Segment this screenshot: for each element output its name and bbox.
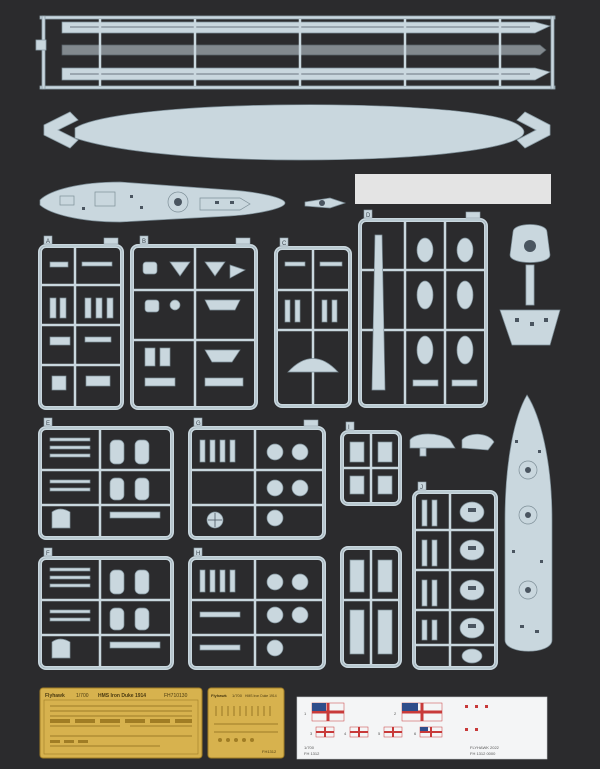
photo-etch-sheet-small — [207, 687, 285, 759]
decal-number-6: 6 — [414, 731, 417, 736]
pe-large-ship: HMS Iron Duke 1914 — [98, 693, 146, 699]
decal-number-2: 2 — [394, 711, 397, 716]
decal-code-right: FH 1312 0000 — [470, 751, 496, 756]
sprue-frame-turrets — [412, 481, 498, 670]
decal-sheet — [296, 696, 548, 760]
decal-brand-right: FLYHAWK 2022 — [470, 745, 500, 750]
photo-etch-sheet-large — [39, 687, 203, 759]
decal-number-3: 3 — [310, 731, 313, 736]
flag-decal-4 — [349, 726, 369, 738]
sprue-letter-i: I — [348, 425, 350, 431]
pe-small-ship: HMS Iron Duke 1914 — [245, 694, 277, 698]
sprue-letter-f: F — [46, 551, 50, 557]
flag-decal-6 — [419, 726, 443, 738]
sprue-frame-j — [340, 546, 402, 668]
sprue-letter-j: J — [420, 485, 423, 491]
sprue-frame-d — [358, 209, 488, 408]
sprue-letter-h: H — [196, 551, 200, 557]
pe-small-brand: Flyhawk — [211, 693, 228, 698]
sprue-frame-b — [130, 235, 258, 410]
flag-decal-5 — [383, 726, 403, 738]
flag-decal-3 — [315, 726, 335, 738]
sprue-frame-c — [274, 237, 352, 408]
sprue-letter-d: D — [366, 213, 371, 219]
decal-number-4: 4 — [344, 731, 347, 736]
sprue-frame-f — [38, 547, 174, 670]
sprue-letter-g: G — [196, 421, 201, 427]
turret-parts — [409, 433, 495, 457]
sprue-frame-h — [188, 547, 326, 670]
sprue-frame-g — [188, 417, 326, 540]
blank-label — [355, 174, 551, 204]
pe-small-scale: 1/700 — [232, 693, 243, 698]
sprue-letter-e: E — [46, 421, 50, 427]
pe-large-code: FH710130 — [164, 693, 188, 699]
pe-large-scale: 1/700 — [76, 693, 89, 699]
decal-number-5: 5 — [378, 731, 381, 736]
sprue-letter-c: C — [282, 241, 287, 247]
decal-scale: 1/700 — [304, 745, 315, 750]
decal-number-1: 1 — [304, 711, 307, 716]
pe-large-brand: Flyhawk — [45, 693, 65, 699]
sprue-frame-a — [38, 235, 124, 410]
pe-small-code: FH1312 — [262, 749, 277, 754]
hull-sides-sprue — [35, 15, 556, 90]
upper-deck-part — [39, 181, 347, 223]
sprue-frame-e — [38, 417, 174, 540]
flag-decal-1 — [311, 702, 345, 722]
sprue-letter-a: A — [46, 239, 50, 245]
flag-decal-2 — [401, 702, 443, 722]
bridge-parts — [499, 224, 561, 346]
main-deck-part — [43, 104, 551, 161]
forecastle-deck-part — [504, 394, 553, 652]
sprue-frame-i — [340, 421, 402, 506]
sprue-letter-b: B — [142, 239, 146, 245]
decal-code-left: FH 1312 — [304, 751, 320, 756]
